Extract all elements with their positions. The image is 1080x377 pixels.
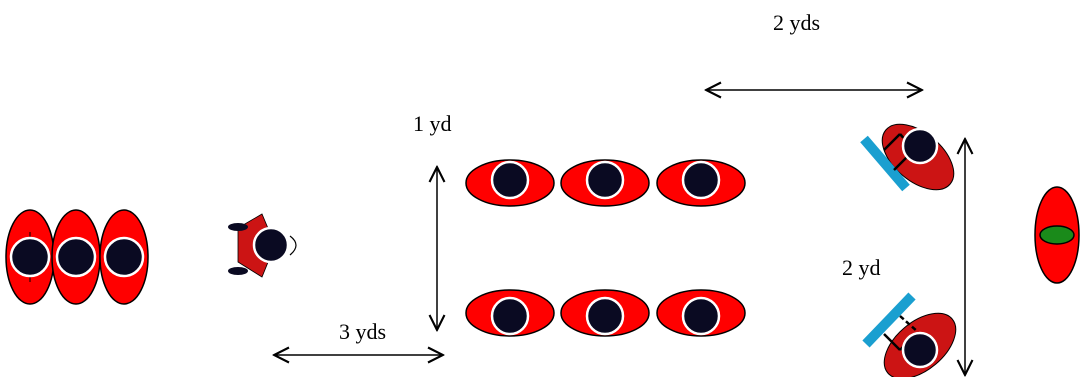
player-icon bbox=[5, 209, 55, 305]
player-icon bbox=[656, 289, 746, 337]
player-icon bbox=[99, 209, 149, 305]
player-icon bbox=[465, 289, 555, 337]
bottom-player-row bbox=[465, 289, 746, 337]
player-icon bbox=[51, 209, 101, 305]
player-icon bbox=[465, 159, 555, 207]
two-yards-label: 2 yds bbox=[773, 10, 820, 35]
two-yard-vertical-label: 2 yd bbox=[842, 255, 881, 280]
ball-carrier-player-icon bbox=[228, 213, 297, 278]
left-player-group bbox=[5, 209, 149, 305]
one-yard-label: 1 yd bbox=[413, 111, 452, 136]
player-icon bbox=[656, 159, 746, 207]
shield-holder-top-icon bbox=[860, 123, 955, 192]
player-icon bbox=[560, 159, 650, 207]
player-icon bbox=[560, 289, 650, 337]
three-yards-label: 3 yds bbox=[339, 319, 386, 344]
player-with-ball-icon bbox=[1034, 186, 1080, 284]
shield-holder-bottom-icon bbox=[862, 292, 957, 377]
top-player-row bbox=[465, 159, 746, 207]
